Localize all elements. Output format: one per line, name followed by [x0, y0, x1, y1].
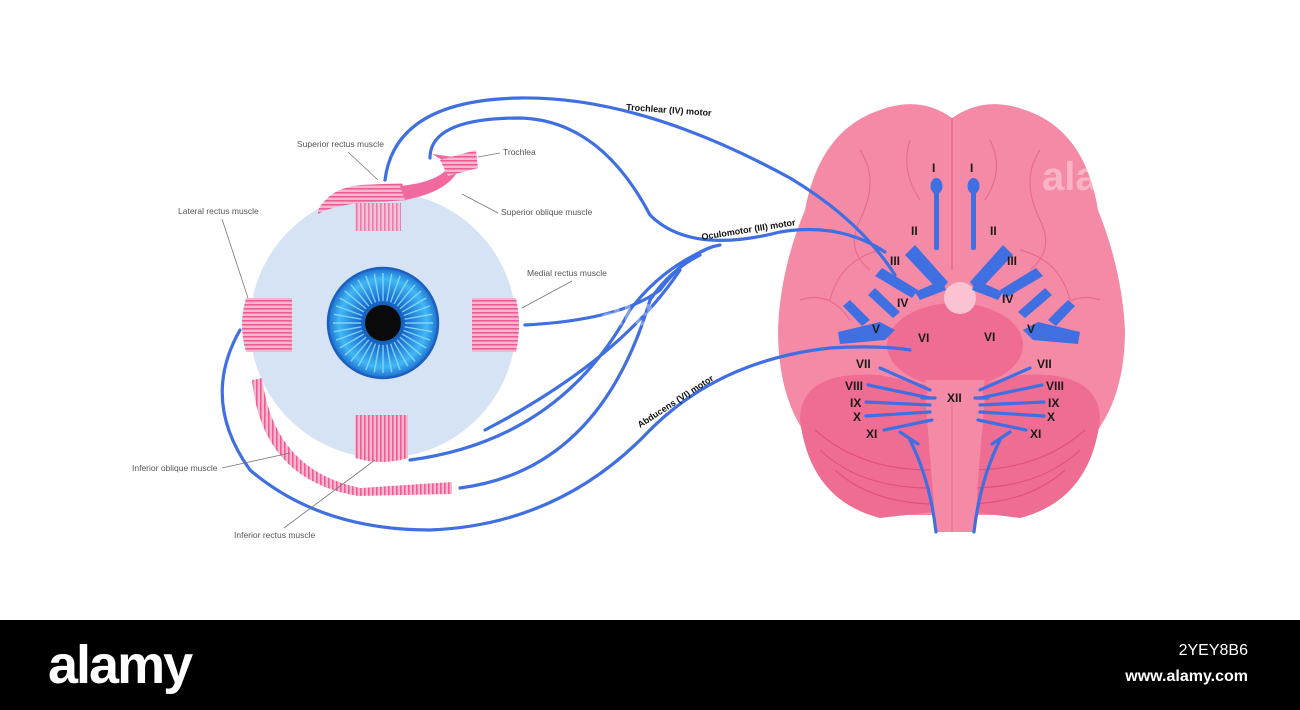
label-superior-oblique: Superior oblique muscle — [501, 207, 592, 217]
iris-striation — [389, 275, 401, 303]
cranial-nerve-shapes — [838, 178, 1080, 344]
inferior-oblique-muscle — [252, 378, 452, 496]
iris-striation — [399, 290, 422, 310]
lateral-rectus-muscle — [242, 298, 292, 352]
numeral-right-x: X — [1047, 410, 1055, 424]
iris-striation — [335, 305, 363, 317]
iris-striation — [373, 273, 380, 302]
trochlea-band — [440, 150, 478, 176]
numeral-right-vii: VII — [1037, 357, 1052, 371]
numeral-left-ii: II — [911, 224, 918, 238]
numeral-left-iv: IV — [897, 296, 908, 310]
iris-striation — [389, 343, 401, 371]
brand-logo[interactable]: alamy — [48, 635, 193, 695]
iris-striation — [350, 339, 370, 362]
label-inferior-rectus: Inferior rectus muscle — [234, 530, 316, 540]
label-abducens-nerve: Abducens (VI) motor — [636, 373, 716, 430]
image-id: 2YEY8B6 — [1178, 642, 1248, 659]
cranial-nerve-lines — [864, 366, 1046, 534]
iris-striation — [350, 284, 370, 307]
numeral-left-ix: IX — [850, 396, 861, 410]
site-url[interactable]: www.alamy.com — [1125, 668, 1248, 685]
numeral-right-iv: IV — [1002, 292, 1013, 306]
iris-striation — [335, 329, 363, 341]
numeral-right-vi: VI — [984, 330, 995, 344]
iris-striation — [344, 290, 367, 310]
iris-striation — [386, 273, 393, 302]
iris-striation — [404, 326, 433, 333]
numeral-right-viii: VIII — [1046, 379, 1064, 393]
iris-striation — [365, 343, 377, 371]
superior-fringe — [355, 203, 401, 231]
cranial-nerve-numerals: I I II II III III IV IV V V VI VI VII VI… — [845, 161, 1064, 441]
watermark-text: alamy — [1042, 155, 1156, 199]
iris-striation — [396, 284, 416, 307]
iris-striation — [396, 339, 416, 362]
iris-striation — [386, 344, 393, 373]
numeral-right-iii: III — [1007, 254, 1017, 268]
superior-oblique-tendon — [400, 154, 462, 200]
numeral-right-ix: IX — [1048, 396, 1059, 410]
iris-striation — [333, 313, 362, 320]
iris-striation — [404, 313, 433, 320]
numeral-left-xi: XI — [866, 427, 877, 441]
stock-banner: alamy 2YEY8B6 www.alamy.com — [0, 620, 1300, 710]
numeral-left-viii: VIII — [845, 379, 863, 393]
iris-striation — [357, 279, 373, 305]
label-superior-rectus: Superior rectus muscle — [297, 139, 384, 149]
numeral-left-i: I — [932, 161, 935, 175]
nerve-pathways — [220, 96, 912, 532]
numeral-left-vi: VI — [918, 331, 929, 345]
watermark-text: alamy — [600, 290, 714, 334]
numeral-right-i: I — [970, 161, 973, 175]
label-medial-rectus: Medial rectus muscle — [527, 268, 607, 278]
label-inferior-oblique: Inferior oblique muscle — [132, 463, 218, 473]
iris-striation — [357, 341, 373, 367]
numeral-right-v: V — [1027, 322, 1035, 336]
medial-rectus-muscle — [472, 298, 519, 352]
iris-striation — [403, 329, 431, 341]
numeral-right-ii: II — [990, 224, 997, 238]
iris-striation — [403, 305, 431, 317]
brain — [778, 104, 1125, 532]
label-lateral-rectus: Lateral rectus muscle — [178, 206, 259, 216]
iris-striation — [393, 279, 409, 305]
iris-striation — [333, 326, 362, 333]
numeral-left-vii: VII — [856, 357, 871, 371]
numeral-xii: XII — [947, 391, 962, 405]
numeral-left-v: V — [872, 322, 880, 336]
iris-striation — [339, 297, 365, 313]
muscle-labels: Superior rectus muscle Trochlea Superior… — [132, 139, 607, 540]
numeral-right-xi: XI — [1030, 427, 1041, 441]
pupil — [365, 305, 401, 341]
numeral-left-iii: III — [890, 254, 900, 268]
iris-striation — [399, 336, 422, 356]
nerve-labels: Trochlear (IV) motor Oculomotor (III) mo… — [626, 102, 797, 430]
anatomy-diagram: Superior rectus muscle Trochlea Superior… — [132, 96, 1156, 540]
label-trochlea: Trochlea — [503, 147, 536, 157]
iris-striation — [365, 275, 377, 303]
iris-striation — [344, 336, 367, 356]
iris-striation — [401, 297, 427, 313]
iris-striation — [401, 333, 427, 349]
iris-striation — [373, 344, 380, 373]
superior-rectus-muscle — [318, 183, 408, 214]
watermarks: alamy alamy — [600, 155, 1156, 334]
inferior-rectus-muscle — [355, 415, 408, 462]
iris-striation — [393, 341, 409, 367]
numeral-left-x: X — [853, 410, 861, 424]
iris-striation — [339, 333, 365, 349]
